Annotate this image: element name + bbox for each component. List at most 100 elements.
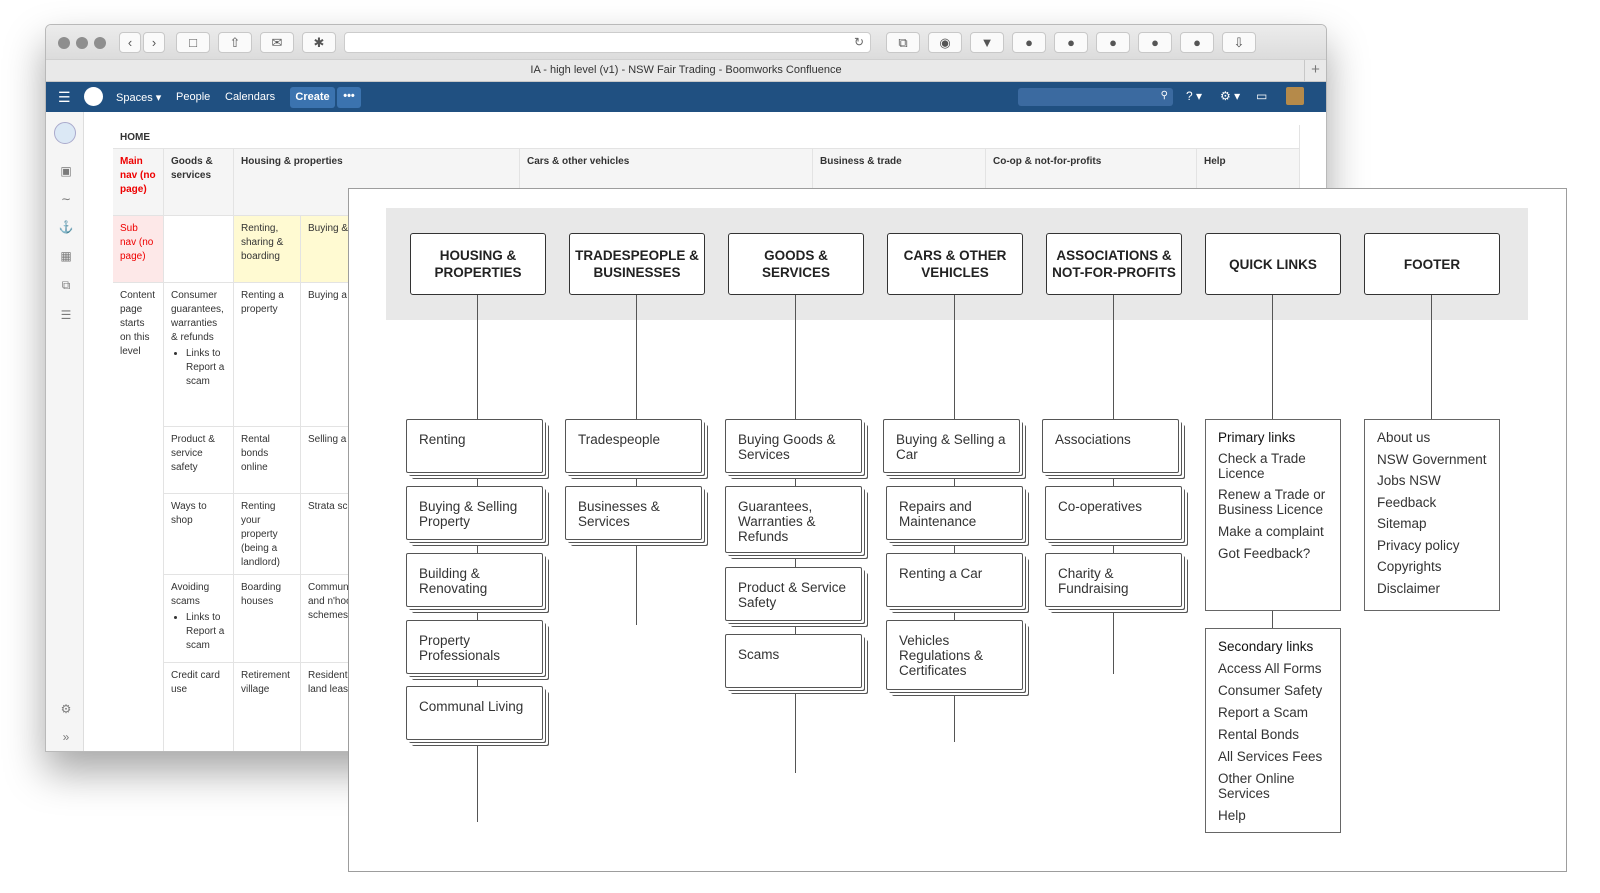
- sitemap-card: Communal Living: [406, 686, 543, 740]
- globe-icon[interactable]: ●: [1012, 32, 1046, 53]
- space-logo-icon[interactable]: [54, 122, 76, 144]
- sitemap-card: Building & Renovating: [406, 553, 543, 607]
- table-cell: Sub nav (no page): [113, 216, 164, 283]
- list-item: Got Feedback?: [1218, 546, 1311, 561]
- gear-icon[interactable]: ⚙ ▾: [1220, 89, 1241, 103]
- nav-people[interactable]: People: [176, 91, 211, 103]
- connector-line: [1113, 295, 1114, 674]
- nav-spaces[interactable]: Spaces ▾: [116, 92, 162, 104]
- top-node-quick-links: QUICK LINKS: [1205, 233, 1341, 295]
- nav-calendars[interactable]: Calendars: [225, 91, 276, 103]
- list-item: All Services Fees: [1218, 749, 1323, 764]
- window-title-bar: IA - high level (v1) - NSW Fair Trading …: [46, 59, 1326, 82]
- create-button[interactable]: Create: [290, 87, 335, 108]
- new-tab-icon[interactable]: +: [1304, 60, 1326, 81]
- sidebar-toggle-icon[interactable]: □: [176, 32, 210, 53]
- tabs-overview-icon[interactable]: ⧉: [886, 32, 920, 53]
- confluence-logo-icon[interactable]: [84, 87, 103, 106]
- list-item: Privacy policy: [1377, 537, 1460, 553]
- anchor-icon[interactable]: ⚓: [58, 220, 74, 234]
- grammarly-icon[interactable]: ●: [1096, 32, 1130, 53]
- list-item: Check a Trade Licence: [1218, 451, 1306, 481]
- table-cell: Boarding houses: [234, 575, 301, 663]
- list-item: Jobs NSW: [1377, 473, 1441, 488]
- reload-icon[interactable]: ↻: [853, 35, 864, 49]
- address-bar[interactable]: ↻: [344, 32, 871, 53]
- expand-sidebar-icon[interactable]: »: [62, 730, 70, 744]
- table-header: Main nav (no page): [113, 149, 164, 216]
- list-item: Copyrights: [1377, 559, 1442, 574]
- list-item: Feedback: [1377, 494, 1437, 510]
- menu-icon[interactable]: ☰: [58, 89, 71, 105]
- extension-icon[interactable]: ✱: [302, 32, 336, 53]
- secondary-links-title: Secondary links: [1218, 639, 1314, 654]
- report-scam-link[interactable]: Links to Report a scam: [186, 347, 226, 389]
- top-node-tradespeople: TRADESPEOPLE & BUSINESSES: [569, 233, 705, 295]
- list-item: NSW Government: [1377, 451, 1487, 467]
- sitemap-card: Repairs and Maintenance: [886, 486, 1023, 540]
- table-header: Goods & services: [164, 149, 234, 216]
- confluence-header: ☰ Spaces ▾ People Calendars Create ••• ⚲…: [46, 82, 1326, 112]
- sitemap-card: Scams: [725, 634, 862, 688]
- search-input[interactable]: ⚲: [1018, 88, 1173, 106]
- sitemap-card: Co-operatives: [1045, 486, 1182, 540]
- footer-links-list: About us NSW Government Jobs NSW Feedbac…: [1364, 419, 1500, 611]
- sitemap-card: Guarantees, Warranties & Refunds: [725, 486, 862, 553]
- tree-icon[interactable]: ☰: [60, 308, 72, 322]
- list-item: Other Online Services: [1218, 771, 1295, 801]
- minimize-window-button[interactable]: [76, 37, 88, 49]
- download-icon[interactable]: ⇩: [1222, 32, 1256, 53]
- connector-line: [1431, 295, 1432, 420]
- top-node-cars: CARS & OTHER VEHICLES: [887, 233, 1023, 295]
- sitemap-card: Vehicles Regulations & Certificates: [886, 620, 1023, 690]
- avatar[interactable]: [1286, 87, 1304, 105]
- report-scam-link[interactable]: Links to Report a scam: [186, 611, 226, 653]
- list-item: Rental Bonds: [1218, 727, 1300, 742]
- browser-toolbar: ‹ › □ ⇧ ✉ ✱ ↻ ⧉ ◉ ▼ ● ● ● ● ● ⇩: [46, 25, 1326, 59]
- top-node-footer: FOOTER: [1364, 233, 1500, 295]
- top-node-goods: GOODS & SERVICES: [728, 233, 864, 295]
- top-node-associations: ASSOCIATIONS & NOT-FOR-PROFITS: [1046, 233, 1182, 295]
- search-icon: ⚲: [1160, 90, 1168, 101]
- pages-icon[interactable]: ▣: [60, 164, 72, 178]
- sitemap-card: Buying & Selling Property: [406, 486, 543, 540]
- zoom-window-button[interactable]: [94, 37, 106, 49]
- settings-icon[interactable]: ⚙: [60, 702, 72, 716]
- primary-links-title: Primary links: [1218, 430, 1296, 445]
- table-cell: Credit card use: [164, 663, 234, 751]
- notifications-icon[interactable]: ▭: [1256, 89, 1268, 103]
- rss-icon[interactable]: ∼: [60, 192, 72, 206]
- table-cell: Rental bonds online: [234, 427, 301, 494]
- table-cell: Ways to shop: [164, 494, 234, 575]
- close-window-button[interactable]: [58, 37, 70, 49]
- list-item: Make a complaint: [1218, 524, 1324, 539]
- primary-links-list: Primary links Check a Trade Licence Rene…: [1205, 419, 1341, 611]
- table-cell: Renting your property (being a landlord): [234, 494, 301, 575]
- list-item: Sitemap: [1377, 516, 1427, 531]
- back-icon[interactable]: ‹: [119, 32, 141, 53]
- sitemap-card: Buying Goods & Services: [725, 419, 862, 473]
- more-create-button[interactable]: •••: [337, 87, 361, 108]
- evernote-icon[interactable]: ●: [1138, 32, 1172, 53]
- forward-icon[interactable]: ›: [143, 32, 165, 53]
- secondary-links-list: Secondary links Access All Forms Consume…: [1205, 628, 1341, 833]
- top-node-housing: HOUSING & PROPERTIES: [410, 233, 546, 295]
- copy-icon[interactable]: ⧉: [61, 278, 71, 292]
- sitemap-card: Product & Service Safety: [725, 567, 862, 621]
- shield-icon[interactable]: ●: [1054, 32, 1088, 53]
- record-icon[interactable]: ◉: [928, 32, 962, 53]
- sitemap-diagram: HOUSING & PROPERTIES TRADESPEOPLE & BUSI…: [348, 188, 1567, 872]
- calendar-icon[interactable]: ▦: [60, 249, 72, 263]
- list-item: Report a Scam: [1218, 705, 1309, 720]
- help-icon[interactable]: ? ▾: [1186, 89, 1203, 103]
- mail-icon[interactable]: ✉: [260, 32, 294, 53]
- table-cell: Renting a property: [234, 283, 301, 427]
- pocket-icon[interactable]: ▼: [970, 32, 1004, 53]
- table-cell: Renting, sharing & boarding: [234, 216, 301, 283]
- sitemap-card: Renting: [406, 419, 543, 473]
- table-cell: Avoiding scamsLinks to Report a scam: [164, 575, 234, 663]
- share-icon[interactable]: ⇧: [218, 32, 252, 53]
- lock-icon[interactable]: ●: [1180, 32, 1214, 53]
- table-cell: [164, 216, 234, 283]
- list-item: Consumer Safety: [1218, 683, 1323, 698]
